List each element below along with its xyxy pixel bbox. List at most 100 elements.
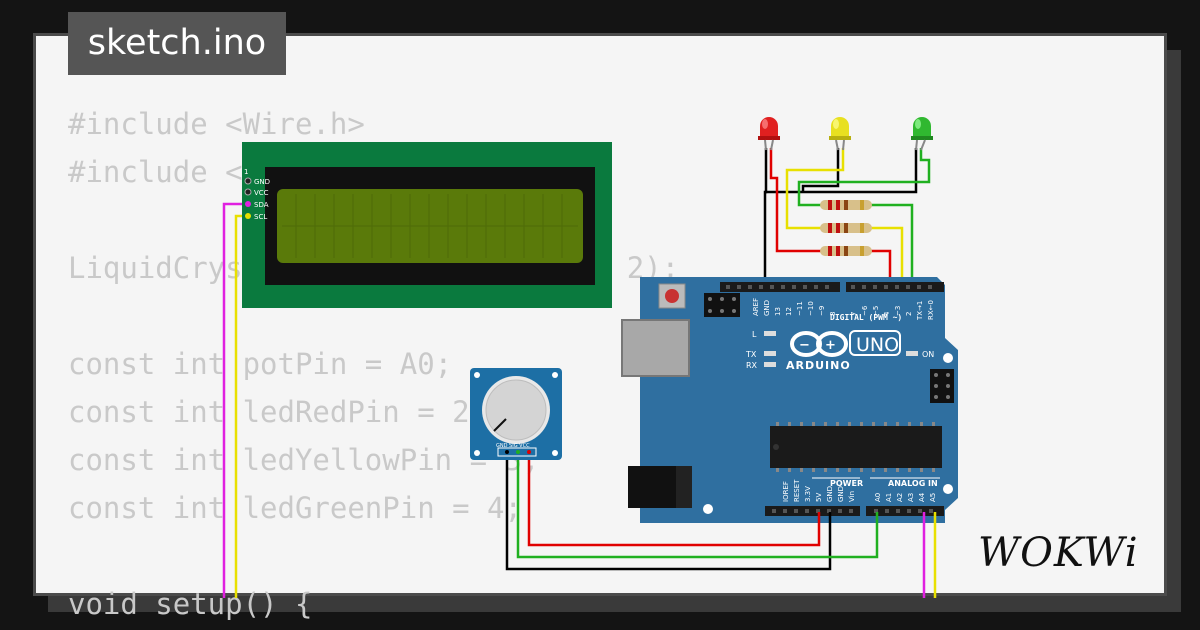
sketch-card <box>33 33 1167 596</box>
pin-label: TX→1 <box>916 301 924 321</box>
code-line: void setup() { <box>68 587 313 621</box>
code-line: #include <Wire.h> <box>68 107 365 141</box>
pot-pins-label: GND SIG VCC <box>496 443 530 449</box>
potentiometer: GND SIG VCC <box>470 368 562 460</box>
pin-label: GND <box>826 486 834 502</box>
chip-notch <box>773 444 779 450</box>
lcd-pin-scl: SCL <box>254 213 267 221</box>
pin-label: 8 <box>829 312 837 316</box>
arduino-infinity-logo <box>790 331 848 357</box>
icsp-header-top <box>704 293 740 317</box>
pin-label: ~9 <box>818 306 826 316</box>
mount-hole <box>703 504 713 514</box>
i2c-wires <box>922 512 937 598</box>
wire-yellow <box>785 148 904 282</box>
arduino-wordmark: ARDUINO <box>786 359 851 372</box>
pot-pin-header <box>497 447 537 457</box>
led-wires <box>763 148 931 282</box>
resistor-red <box>820 246 872 256</box>
pot-knob-indicator <box>493 418 507 432</box>
wire-pot-vcc <box>527 452 821 547</box>
pin-label: A4 <box>918 492 926 502</box>
led-rx-indicator <box>764 362 776 367</box>
icsp-header-right <box>930 369 954 403</box>
led-tx-label: TX <box>745 350 757 359</box>
mount-hole <box>943 484 953 494</box>
pin-label: ~5 <box>872 306 880 316</box>
power-title: POWER <box>830 479 863 488</box>
pot-wires <box>505 452 879 571</box>
pin-label: RX←0 <box>927 300 935 320</box>
pin-label: 4 <box>883 311 891 316</box>
led-tx-indicator <box>764 351 776 356</box>
wokwi-logo-text: WOKWi <box>978 530 1139 576</box>
pin-label: A2 <box>896 493 904 502</box>
pin-label: IOREF <box>782 481 790 502</box>
pin-label: AREF <box>752 298 760 316</box>
lcd-display: 1 GND VCC SDA SCL <box>242 142 612 308</box>
digital-pin-labels: AREF GND 13 12 ~11 ~10 ~9 8 7 ~6 ~5 4 ~3… <box>752 298 935 321</box>
pin-label: RESET <box>793 479 801 502</box>
pin-label: 2 <box>905 312 913 316</box>
pin-label: ~10 <box>807 301 815 316</box>
atmega-chip <box>770 426 942 468</box>
chip-pins <box>776 422 935 472</box>
pin-label: A5 <box>929 493 937 502</box>
model-label: UNO <box>856 334 899 356</box>
digital-title: DIGITAL (PWM ~) <box>830 313 902 322</box>
pin-label: A0 <box>874 493 882 502</box>
pin-label: ~11 <box>796 301 804 316</box>
led-red <box>758 117 780 151</box>
wire-green <box>797 148 931 282</box>
power-pin-labels: IOREF RESET 3.3V 5V GND GND Vin <box>782 479 856 502</box>
arduino-uno: AREF GND 13 12 ~11 ~10 ~9 8 7 ~6 ~5 4 ~3… <box>621 277 958 523</box>
on-led-indicator <box>906 351 918 356</box>
pin-label: 12 <box>785 307 793 316</box>
code-line: const int ledGreenPin = 4; <box>68 491 522 525</box>
lcd-pin-gnd: GND <box>254 178 270 186</box>
pin-label: 5V <box>815 493 823 502</box>
resistor-yellow <box>820 223 872 233</box>
uno-badge <box>849 330 901 356</box>
bottom-header-holes <box>772 509 933 513</box>
pin-label: 13 <box>774 307 782 316</box>
analog-header <box>866 506 944 516</box>
wire-pot-sig <box>516 452 879 559</box>
wire-gnd-black <box>763 148 768 282</box>
wokwi-logo: WOKWi <box>978 530 1139 576</box>
pin-label: ~6 <box>861 305 869 316</box>
led-green <box>911 117 933 151</box>
pin-label: A3 <box>907 493 915 502</box>
filename-tab[interactable]: sketch.ino <box>68 12 286 75</box>
pin-label: 7 <box>850 312 858 316</box>
wire-led-black-bus-y <box>801 148 840 192</box>
led-l-indicator <box>764 331 776 336</box>
code-line: const int potPin = A0; <box>68 347 453 381</box>
led-l-label: L <box>752 330 757 339</box>
analog-title: ANALOG IN <box>888 479 938 488</box>
lcd-pin-header <box>244 177 252 219</box>
resistor-green <box>820 200 872 210</box>
wire-sda <box>222 202 248 598</box>
reset-button-cap <box>665 289 679 303</box>
pin-label: GND <box>763 300 771 316</box>
wire-red <box>769 148 892 282</box>
on-label: ON <box>922 350 934 359</box>
lcd-pin-sda: SDA <box>254 201 269 209</box>
mount-hole <box>943 353 953 363</box>
led-yellow <box>829 117 851 151</box>
logo-plus: + <box>825 338 836 353</box>
lcd-character-grid <box>282 194 578 258</box>
wire-pot-gnd <box>505 452 832 571</box>
wire-led-black-bus <box>766 148 918 194</box>
logo-minus: − <box>799 338 810 353</box>
usb-port <box>621 319 690 377</box>
digital-header-left <box>720 282 840 292</box>
pin-label: ~3 <box>894 306 902 316</box>
lcd-pin-vcc: VCC <box>254 189 269 197</box>
pin-label: GND <box>837 486 845 502</box>
led-rx-label: RX <box>746 361 758 370</box>
lcd-pin1-marker: 1 <box>244 168 248 176</box>
pin-label: Vin <box>848 491 856 502</box>
